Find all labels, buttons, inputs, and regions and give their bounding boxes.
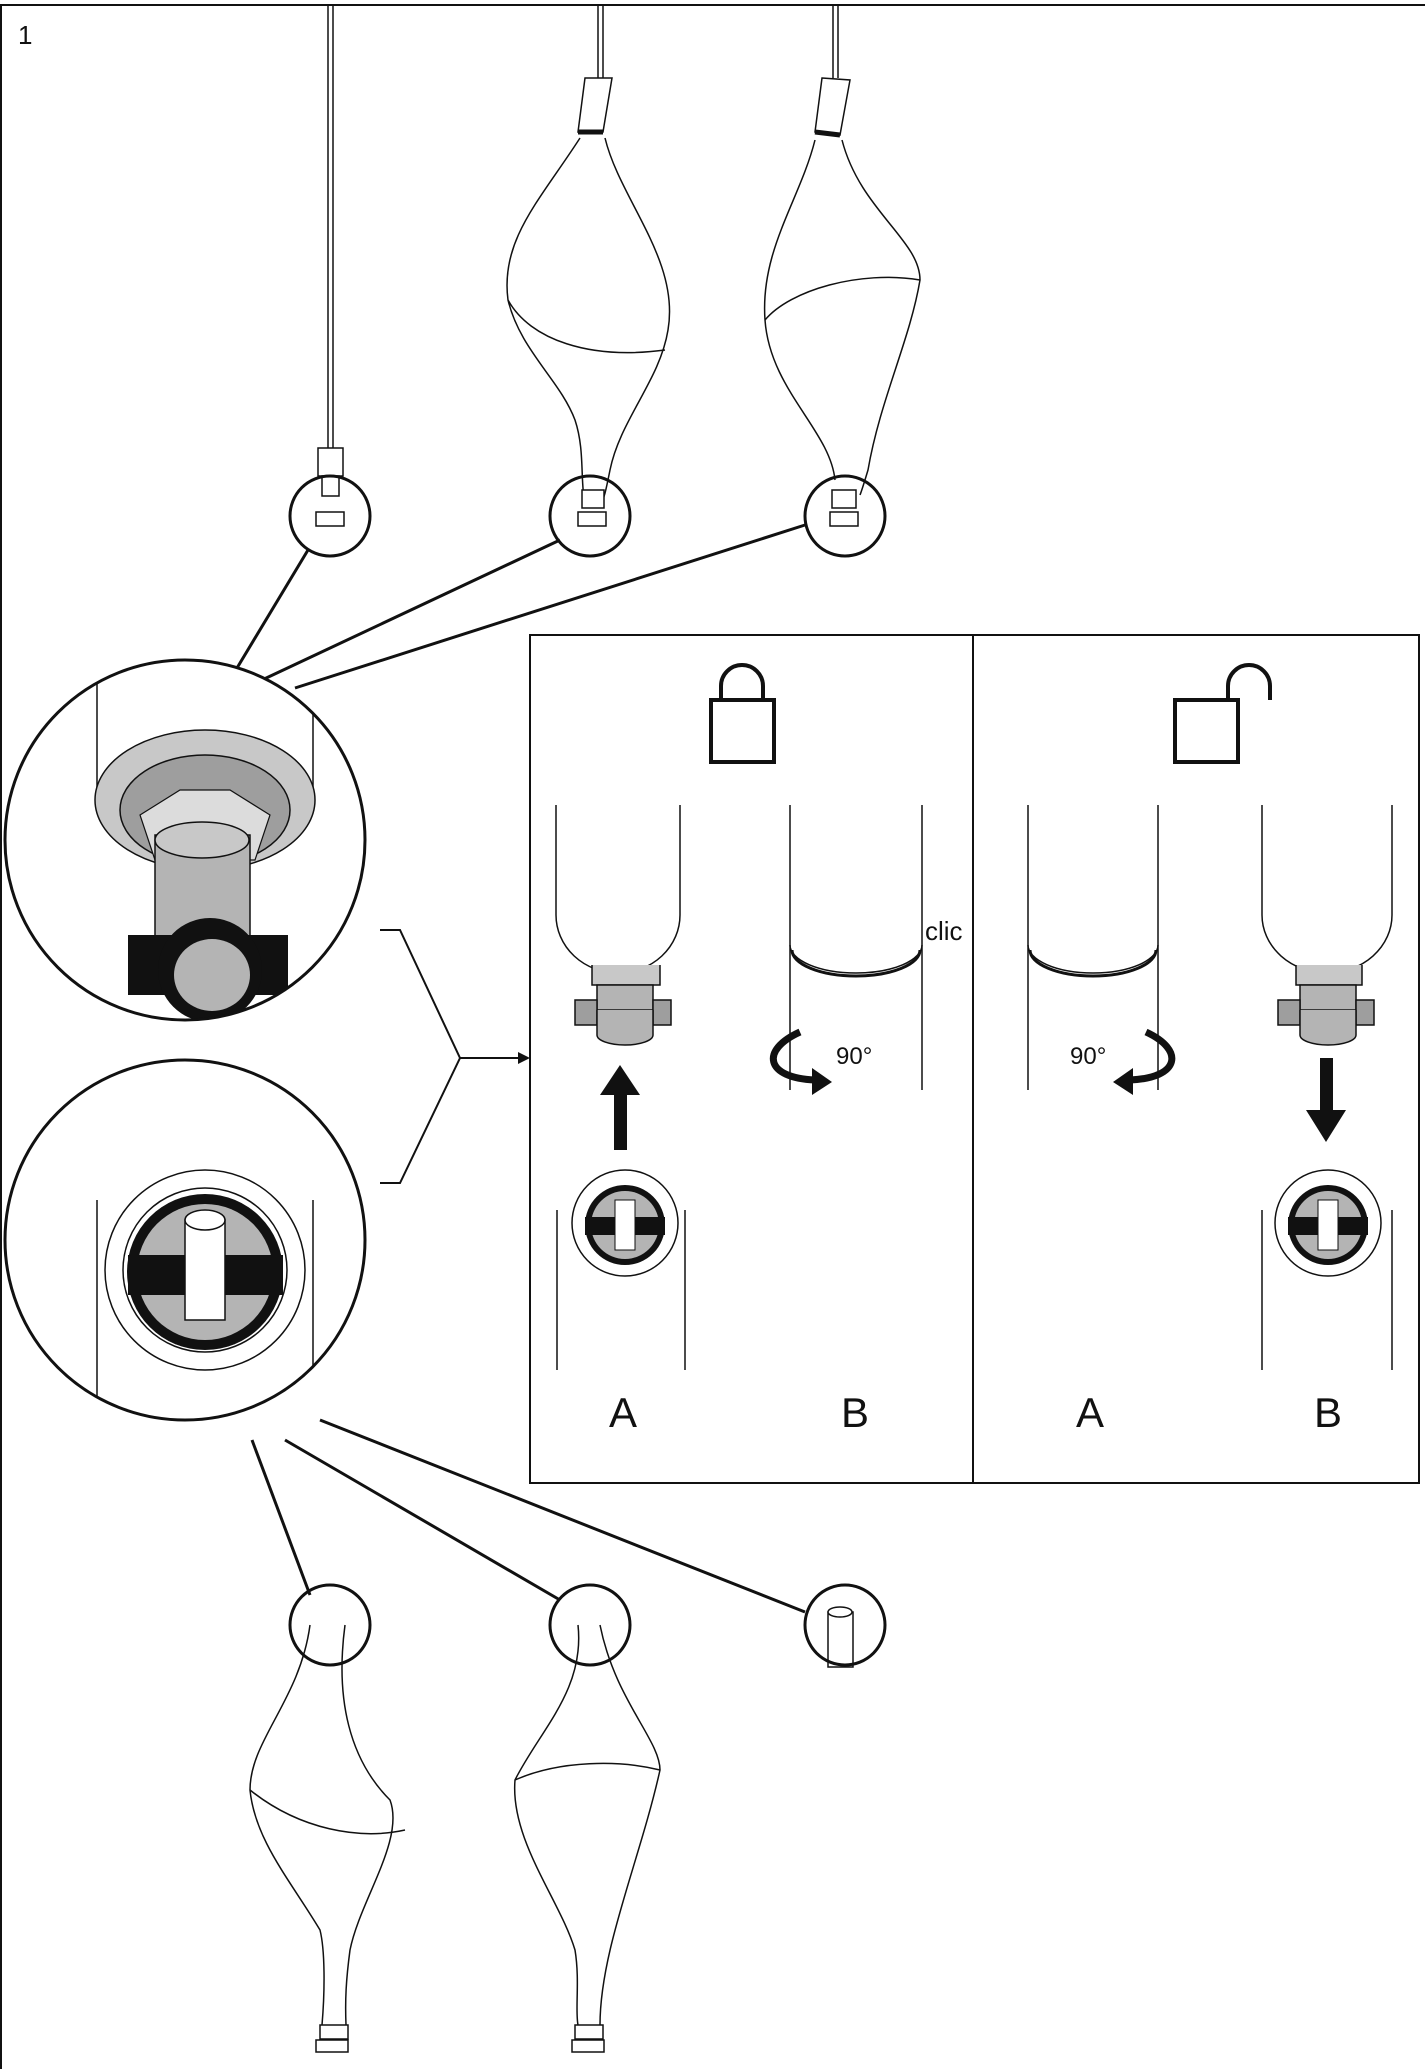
lock-step-b-illustration bbox=[789, 805, 923, 1090]
detail-circle-socket bbox=[3, 1058, 367, 1422]
bracket-pointer bbox=[380, 929, 530, 1184]
shade-socket-unit-1 bbox=[249, 1624, 406, 2053]
shade-socket-unit-2 bbox=[513, 1624, 661, 2053]
bottom-leader-lines bbox=[250, 1418, 806, 1614]
lock-step-b-label: B bbox=[841, 1389, 869, 1436]
detail-callout-cable bbox=[288, 474, 372, 558]
padlock-closed-icon bbox=[709, 663, 776, 764]
rotate-clockwise-arrow bbox=[769, 1028, 832, 1095]
detail-callout-shade-3 bbox=[288, 1583, 372, 1667]
step-number: 1 bbox=[18, 20, 32, 50]
unlock-step-b-label: B bbox=[1314, 1389, 1342, 1436]
connector-detail-view bbox=[5, 660, 365, 1020]
detail-callout-shade-4 bbox=[548, 1583, 632, 1667]
lock-rotation-label: 90° bbox=[836, 1043, 872, 1070]
cable-suspension-unit bbox=[315, 5, 345, 527]
unlock-step-b-illustration bbox=[1261, 805, 1393, 1370]
unlock-rotation-label: 90° bbox=[1070, 1043, 1106, 1070]
detail-callout-shade-2 bbox=[803, 474, 887, 558]
lock-socket-rim bbox=[571, 1169, 679, 1277]
unlock-remove-down-arrow bbox=[1306, 1058, 1346, 1142]
unlock-socket-small bbox=[1280, 1175, 1376, 1271]
lock-step-a-illustration bbox=[555, 805, 686, 1370]
rotate-counterclockwise-arrow bbox=[1113, 1028, 1176, 1095]
unlock-socket-rim bbox=[1274, 1169, 1382, 1277]
plain-socket-unit bbox=[827, 1606, 854, 1668]
detail-callout-shade-1 bbox=[548, 474, 632, 558]
drop-shade-unit-2 bbox=[763, 5, 921, 527]
click-label: clic bbox=[925, 916, 963, 946]
detail-circle-connector bbox=[3, 658, 367, 1022]
top-leader-lines bbox=[235, 523, 806, 690]
drop-shade-unit-1 bbox=[506, 5, 671, 527]
instruction-panel bbox=[529, 634, 1420, 1484]
unlock-step-a-label: A bbox=[1076, 1389, 1104, 1436]
lock-step-a-label: A bbox=[609, 1389, 637, 1436]
lock-insert-up-arrow bbox=[600, 1065, 640, 1150]
lock-socket-small bbox=[577, 1175, 673, 1271]
socket-detail-view bbox=[5, 1060, 365, 1420]
detail-callout-socket bbox=[803, 1583, 887, 1667]
padlock-open-icon bbox=[1173, 663, 1272, 764]
